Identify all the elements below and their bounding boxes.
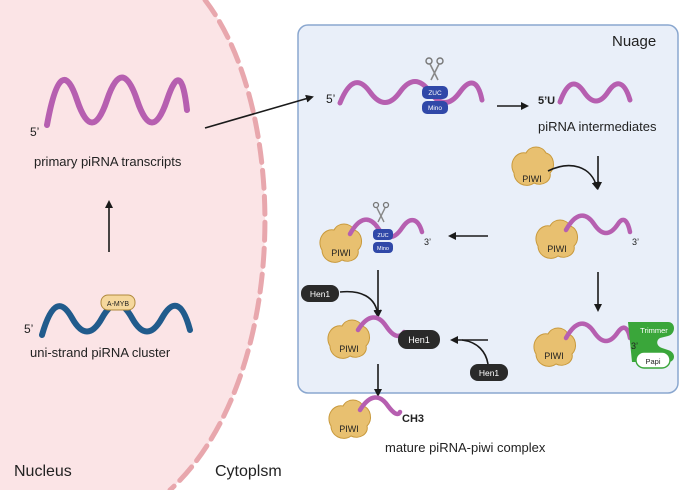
zuc-label: ZUC <box>428 90 442 97</box>
nucleus-region <box>0 0 265 490</box>
piwi-label-methylation: PIWI <box>339 344 359 354</box>
loaded-rna <box>563 213 633 236</box>
ch3-label: CH3 <box>402 413 424 425</box>
mino-label-secondary: Mino <box>377 246 389 252</box>
scissors-icon-secondary <box>372 201 390 223</box>
zuc-protein-secondary <box>373 229 393 240</box>
hen1-label-left: Hen1 <box>310 289 331 299</box>
scissors-icon <box>425 57 444 81</box>
three-prime-label-trimming: 3’ <box>631 341 638 351</box>
zuc-label-secondary: ZUC <box>377 233 388 239</box>
mature-complex-label: mature piRNA-piwi complex <box>385 440 546 455</box>
primary-transcripts-label: primary piRNA transcripts <box>34 154 182 169</box>
primary-transcript-rna <box>44 74 190 128</box>
hen1-label-incoming: Hen1 <box>479 368 500 378</box>
three-prime-label-loaded: 3’ <box>632 237 639 247</box>
piwi-label-loaded: PIWI <box>547 244 567 254</box>
three-prime-label-phasing: 3’ <box>424 237 431 247</box>
a-myb-protein <box>100 294 136 311</box>
nucleus-label: Nucleus <box>14 463 72 480</box>
cytoplasm-label: Cytoplsm <box>215 463 282 480</box>
cluster-label: uni-strand piRNA cluster <box>30 345 171 360</box>
hen1-protein-bound <box>398 330 440 349</box>
piwi-label-trimming: PIWI <box>544 351 564 361</box>
piwi-label-free: PIWI <box>522 174 542 184</box>
nuage-transcript-rna <box>337 79 485 106</box>
piwi-label-phasing: PIWI <box>331 248 351 258</box>
mino-protein <box>422 101 448 114</box>
five-prime-u-label: 5’U <box>538 95 555 107</box>
nuclear-envelope <box>167 0 268 490</box>
mature-rna <box>357 395 403 417</box>
zuc-protein <box>422 86 448 99</box>
nuage-label: Nuage <box>612 33 656 50</box>
pirna-intermediate-rna <box>557 81 633 105</box>
trimmer-label: Trimmer <box>640 326 668 335</box>
pirna-intermediates-label: piRNA intermediates <box>538 119 657 134</box>
five-prime-label-nuage: 5’ <box>326 92 335 106</box>
trimming-rna <box>563 321 633 344</box>
piwi-label-mature: PIWI <box>339 424 359 434</box>
mino-protein-secondary <box>373 242 393 253</box>
hen1-protein-left <box>301 285 339 302</box>
mino-label: Mino <box>428 105 442 112</box>
papi-protein <box>635 351 671 369</box>
five-prime-label-transcript: 5’ <box>30 125 39 139</box>
a-myb-label: A-MYB <box>107 301 130 308</box>
arrow-hen1-join <box>461 339 489 365</box>
nuage-region <box>297 24 679 394</box>
papi-label: Papi <box>645 357 660 366</box>
hen1-protein-incoming <box>470 364 508 381</box>
arrow-export <box>204 94 314 129</box>
five-prime-label-cluster: 5’ <box>24 322 33 336</box>
hen1-label-bound: Hen1 <box>408 335 430 345</box>
